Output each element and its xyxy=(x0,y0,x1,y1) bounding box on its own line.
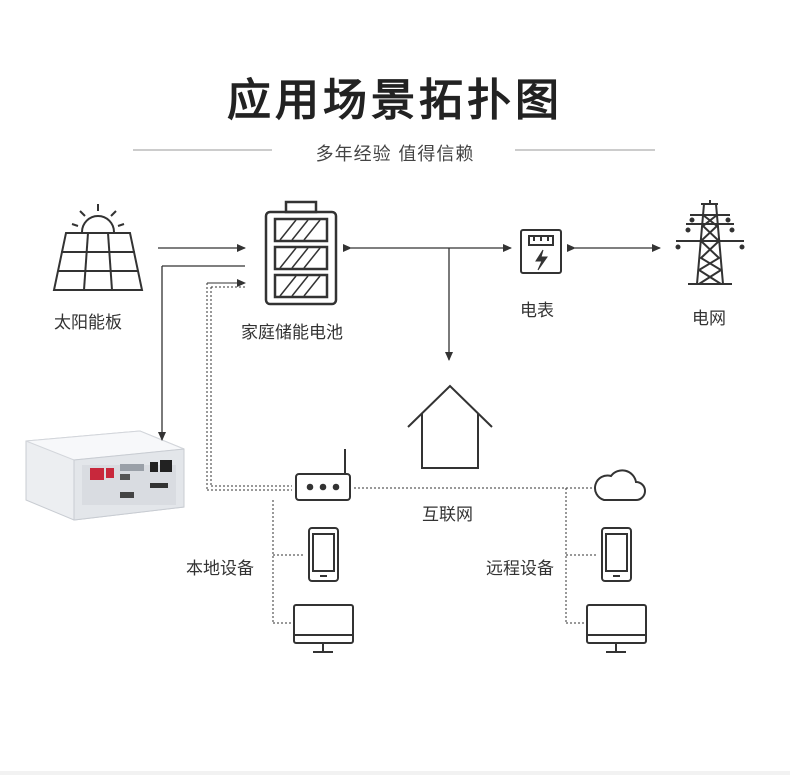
battery-icon xyxy=(264,200,338,306)
house-icon xyxy=(407,384,493,469)
local-monitor-icon xyxy=(293,604,354,653)
electric-meter-icon xyxy=(520,229,562,274)
power-tower-icon xyxy=(675,200,745,285)
internet-label: 互联网 xyxy=(422,505,473,525)
page-title: 应用场景拓扑图 xyxy=(227,75,563,126)
solar-panel-label: 太阳能板 xyxy=(54,313,122,333)
remote-phone-icon xyxy=(601,527,632,582)
solid-connections xyxy=(158,244,661,441)
local-phone-icon xyxy=(308,527,339,582)
meter-label: 电表 xyxy=(520,301,554,321)
bottom-divider xyxy=(0,771,790,775)
grid-label: 电网 xyxy=(692,309,726,329)
remote-monitor-icon xyxy=(586,604,647,653)
cloud-icon xyxy=(594,469,646,501)
battery-module-image xyxy=(25,430,185,521)
data-connections xyxy=(206,279,598,624)
router-icon xyxy=(295,449,351,501)
remote-devices-label: 远程设备 xyxy=(486,559,554,579)
page-subtitle: 多年经验 值得信赖 xyxy=(315,144,475,165)
home-battery-label: 家庭储能电池 xyxy=(241,323,343,343)
local-devices-label: 本地设备 xyxy=(186,559,254,579)
solar-panel-icon xyxy=(52,204,144,291)
